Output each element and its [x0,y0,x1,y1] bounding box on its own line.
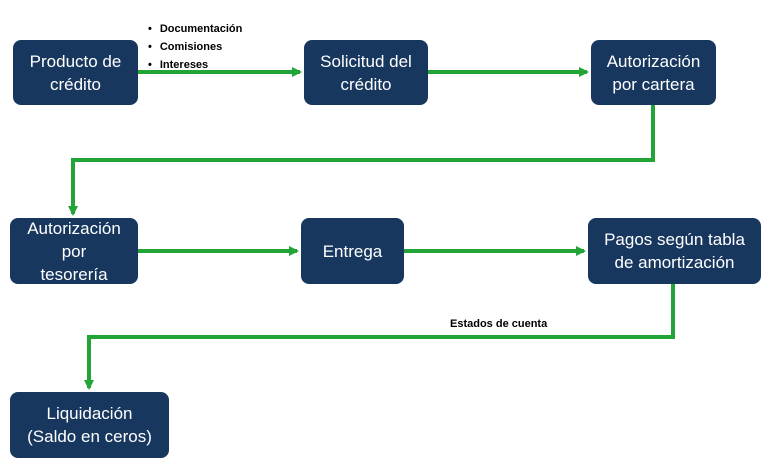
bullet-item: Intereses [148,56,242,74]
node-entrega: Entrega [301,218,404,284]
bullet-item: Documentación [148,20,243,38]
bullet-item: Comisiones [148,38,242,56]
node-producto-credito-label: Producto de crédito [29,51,122,94]
node-pagos-amortizacion-label: Pagos según tabla de amortización [604,230,745,272]
node-solicitud-credito: Solicitud del crédito [304,40,428,105]
producto-bullet-list: Documentación Comisiones Intereses [148,20,243,74]
node-autorizacion-cartera-label: Autorización por cartera [606,51,701,94]
node-entrega-label: Entrega [322,241,383,261]
edge-label-estados-cuenta: Estados de cuenta [450,318,548,330]
node-producto-credito: Producto de crédito [13,40,138,105]
node-pagos-amortizacion: Pagos según tabla de amortización [588,218,761,284]
node-liquidacion-label: Liquidación (Saldo en ceros) [27,404,152,446]
node-autorizacion-cartera: Autorización por cartera [591,40,716,105]
arrow-cartera-to-tesoreria [68,104,655,216]
node-autorizacion-tesoreria-label: Autorización por tesorería [27,218,121,284]
arrow-pagos-to-liquidacion [84,284,675,390]
node-liquidacion: Liquidación (Saldo en ceros) [10,392,169,458]
node-solicitud-credito-label: Solicitud del crédito [320,51,412,94]
node-autorizacion-tesoreria: Autorización por tesorería [10,218,138,284]
